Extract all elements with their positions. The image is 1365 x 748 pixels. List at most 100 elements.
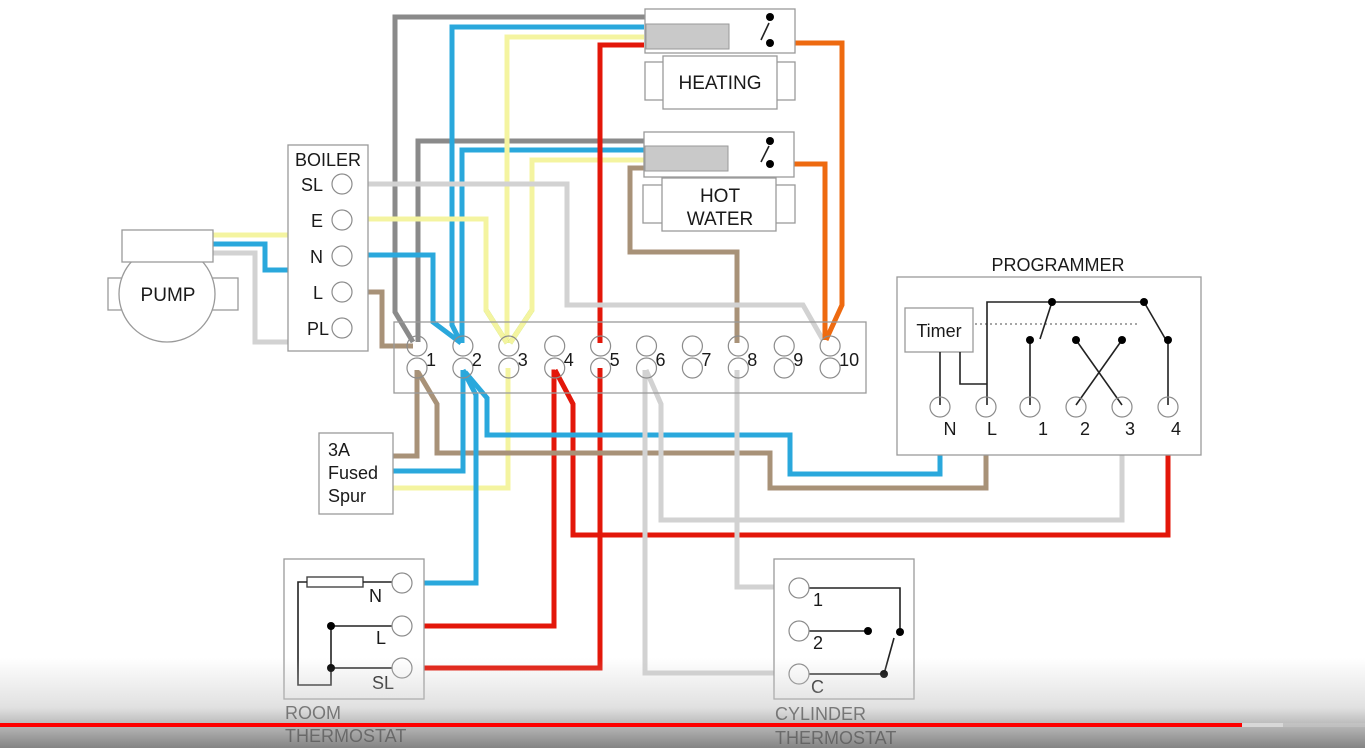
junction-terminal-label: 6 [656,350,666,370]
heating-switch-contact [760,22,770,41]
boiler-terminal-e: E [311,209,353,231]
svg-text:2: 2 [813,633,823,653]
junction-terminal-7: 7 [681,335,711,379]
timer-label: Timer [916,321,961,341]
pump-connector [121,229,214,263]
svg-text:SL: SL [301,175,323,195]
svg-text:PL: PL [307,319,329,339]
pump-label: PUMP [141,285,196,306]
boiler-label: BOILER [295,150,361,170]
fused-spur-line1: 3A [328,440,350,460]
boiler-terminal-pl: PL [307,317,353,339]
hot-water-valve-body [661,177,777,232]
programmer-terminal-4: 4 [1157,396,1181,439]
programmer-switch-2 [1143,301,1167,341]
boiler-terminal-l: L [313,281,353,303]
junction-terminal-1: 1 [406,335,436,379]
junction-terminal-label: 2 [472,350,482,370]
junction-terminal-label: 7 [701,350,711,370]
wire-blue-boiler-n [342,252,463,345]
hot-water-label-line1: HOT [700,186,741,207]
junction-terminal-6: 6 [635,335,666,379]
svg-text:E: E [311,211,323,231]
cylinder-terminal-2: 2 [788,620,823,653]
video-progress-bar[interactable] [0,723,1365,727]
svg-text:SL: SL [372,673,394,693]
junction-terminal-8: 8 [727,335,757,379]
programmer-terminal-l: L [975,396,997,439]
heating-valve-label: HEATING [678,73,761,94]
heating-valve-actuator [645,23,730,50]
wire-brown-spur [393,370,420,459]
junction-box-outline [393,321,867,394]
svg-text:L: L [376,628,386,648]
pump: PUMP [107,229,239,343]
wire-blue-hotwater [459,147,644,343]
hot-water-valve-actuator [644,145,729,172]
junction-terminal-label: 3 [518,350,528,370]
programmer-switch-1 [1039,301,1053,340]
programmer-terminal-label: 2 [1080,419,1090,439]
room-terminal-l: L [376,615,413,648]
room-thermostat-label-1: ROOM [285,703,341,723]
junction-terminal-3: 3 [498,335,528,379]
junction-terminal-label: 5 [610,350,620,370]
hot-water-valve: HOT WATER [642,131,796,232]
boiler-box [287,144,369,352]
wire-blue-room-n [402,368,479,586]
wire-blue-prog-n [463,370,943,477]
programmer-terminal-1: 1 [1019,396,1048,439]
programmer-terminal-label: 4 [1171,419,1181,439]
wire-red-heating [597,42,644,343]
wire-blue-spur [393,370,466,474]
room-thermostat-resistor [306,576,364,588]
video-progress-played [0,723,1243,727]
junction-terminal-label: 9 [793,350,803,370]
programmer-terminal-label: N [944,419,957,439]
room-thermostat: N L SL ROOM THERMOSTAT [283,558,425,746]
junction-terminal-label: 10 [839,350,859,370]
junction-box: 1 2 3 4 5 6 7 8 9 10 [393,321,867,394]
wire-red-room-sl [402,368,603,671]
programmer-label: PROGRAMMER [991,255,1124,275]
junction-terminal-label: 4 [564,350,574,370]
wire-lightgrey-boiler-sl [342,181,826,342]
fused-spur-line3: Spur [328,486,366,506]
fused-spur: 3A Fused Spur [318,432,394,515]
programmer: PROGRAMMER Timer N L 1 2 3 4 [896,255,1202,456]
svg-text:C: C [811,677,824,697]
room-thermostat-label-2: THERMOSTAT [285,726,406,746]
programmer-terminal-label: L [987,419,997,439]
timer-box [904,307,974,353]
heating-valve: HEATING [644,8,796,110]
svg-text:N: N [310,247,323,267]
wire-blue-heating [449,24,644,345]
junction-terminal-5: 5 [589,335,620,379]
boiler-terminal-n: N [310,245,353,267]
svg-text:1: 1 [813,590,823,610]
boiler: BOILER SL E N L PL [287,144,369,352]
room-terminal-n: N [369,572,413,606]
programmer-terminal-2: 2 [1065,396,1090,439]
junction-terminal-label: 1 [426,350,436,370]
cylinder-terminal-1: 1 [788,577,823,610]
hot-water-switch-contact [760,145,770,163]
cylinder-thermostat: 1 2 C CYLINDER THERMOSTAT [773,558,915,748]
wire-brown-prog-l [415,370,989,491]
junction-terminal-4: 4 [544,335,574,379]
wire-grey-heating [392,14,768,344]
junction-terminal-9: 9 [773,335,803,379]
boiler-terminal-sl: SL [301,173,353,195]
junction-terminal-2: 2 [452,335,482,379]
hot-water-label-line2: WATER [687,209,754,230]
programmer-terminal-label: 3 [1125,419,1135,439]
junction-terminal-label: 8 [747,350,757,370]
fused-spur-line2: Fused [328,463,378,483]
programmer-terminal-n: N [929,396,957,439]
programmer-terminal-3: 3 [1111,396,1135,439]
programmer-terminal-label: 1 [1038,419,1048,439]
svg-text:L: L [313,283,323,303]
cylinder-thermostat-label-2: THERMOSTAT [775,728,896,748]
programmer-box [896,276,1202,456]
